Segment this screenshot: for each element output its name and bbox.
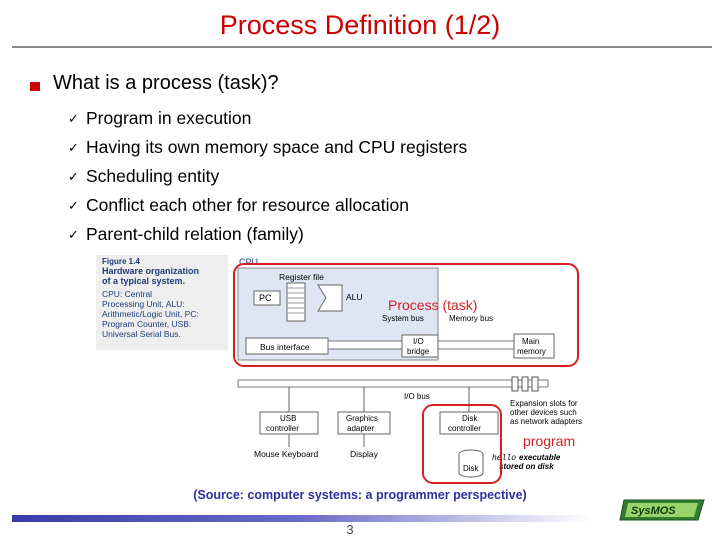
io-bus (237, 379, 549, 388)
cpu-label: CPU (239, 257, 258, 267)
expansion-slots-label: other devices such (510, 408, 577, 417)
figure-caption-panel (96, 255, 228, 350)
checkmark-icon: ✓ (68, 198, 79, 213)
register-file-label: Register file (279, 272, 324, 282)
figure-desc-line: Processing Unit, ALU: (102, 299, 185, 309)
sub-bullet: ✓ Parent-child relation (family) (68, 220, 467, 249)
figure-caption-line: of a typical system. (102, 276, 185, 286)
system-bus-label: System bus (382, 314, 424, 323)
sub-bullet-text: Program in execution (86, 108, 252, 128)
figure-desc-line: Program Counter, USB: (102, 319, 191, 329)
program-label: program (523, 433, 575, 449)
figure-desc-line: CPU: Central (102, 289, 152, 299)
main-bullet-text: What is a process (task)? (53, 72, 279, 94)
sub-bullet-text: Conflict each other for resource allocat… (86, 195, 409, 215)
square-bullet-icon (30, 82, 40, 91)
graphics-adapter-label: adapter (347, 424, 374, 433)
alu-label: ALU (346, 292, 363, 302)
io-bridge-label: bridge (407, 347, 430, 356)
slide-title: Process Definition (1/2) (219, 10, 501, 40)
main-memory-label: Main (522, 337, 539, 346)
figure-caption-line: Hardware organization (102, 266, 199, 276)
pc-label: PC (259, 293, 272, 303)
usb-controller-label: USB (280, 414, 296, 423)
title-divider (12, 46, 712, 48)
sysmos-logo: SysMOS (619, 499, 705, 521)
logo-text: SysMOS (631, 505, 676, 517)
hardware-organization-figure: Figure 1.4 Hardware organization of a ty… (96, 255, 582, 484)
figure-desc-line: Arithmetic/Logic Unit, PC: (102, 309, 199, 319)
program-highlight-frame (422, 404, 502, 484)
mouse-keyboard-label: Mouse Keyboard (254, 449, 319, 459)
graphics-adapter-label: Graphics (346, 414, 378, 423)
checkmark-icon: ✓ (68, 140, 79, 155)
register-file-box (286, 282, 306, 322)
process-task-label: Process (task) (388, 297, 477, 313)
executable-label: executable (519, 453, 561, 462)
sub-bullet: ✓ Scheduling entity (68, 162, 467, 191)
io-bridge-box (401, 334, 439, 358)
sub-bullet-text: Having its own memory space and CPU regi… (86, 137, 468, 157)
footer-gradient-bar (12, 515, 592, 522)
pc-box (253, 290, 281, 306)
disk-label: Disk (463, 464, 480, 473)
hello-label: hello (492, 454, 516, 463)
main-memory-label: memory (517, 347, 546, 356)
expansion-slots-label: Expansion slots for (510, 399, 578, 408)
usb-controller-label: controller (266, 424, 299, 433)
executable-label: stored on disk (499, 462, 554, 471)
figure-number: Figure 1.4 (102, 257, 140, 266)
page-number: 3 (346, 522, 354, 537)
sub-bullet-text: Scheduling entity (86, 166, 220, 186)
source-caption: (Source: computer systems: a programmer … (193, 488, 527, 502)
sub-bullet: ✓ Having its own memory space and CPU reg… (68, 133, 468, 162)
process-highlight-frame (233, 263, 579, 367)
sub-bullet: ✓ Program in execution (68, 104, 467, 133)
bus-interface-label: Bus interface (260, 342, 310, 352)
display-label: Display (350, 449, 379, 459)
disk-controller-label: controller (448, 424, 481, 433)
alu-shape (317, 284, 343, 312)
memory-bus-label: Memory bus (449, 314, 493, 323)
sub-bullet-text: Parent-child relation (family) (86, 224, 304, 244)
sub-bullet-list: ✓ Program in execution ✓ Having its own me… (68, 104, 468, 249)
io-bridge-label: I/O (413, 337, 424, 346)
checkmark-icon: ✓ (68, 111, 79, 126)
main-memory-box (513, 333, 555, 359)
sub-bullet: ✓ Conflict each other for resource alloca… (68, 191, 467, 220)
checkmark-icon: ✓ (68, 227, 79, 242)
figure-desc-line: Universal Serial Bus. (102, 329, 181, 339)
disk-controller-label: Disk (462, 414, 479, 423)
checkmark-icon: ✓ (68, 169, 79, 184)
io-bus-label: I/O bus (404, 392, 430, 401)
expansion-slots-label: as network adapters (510, 417, 582, 426)
